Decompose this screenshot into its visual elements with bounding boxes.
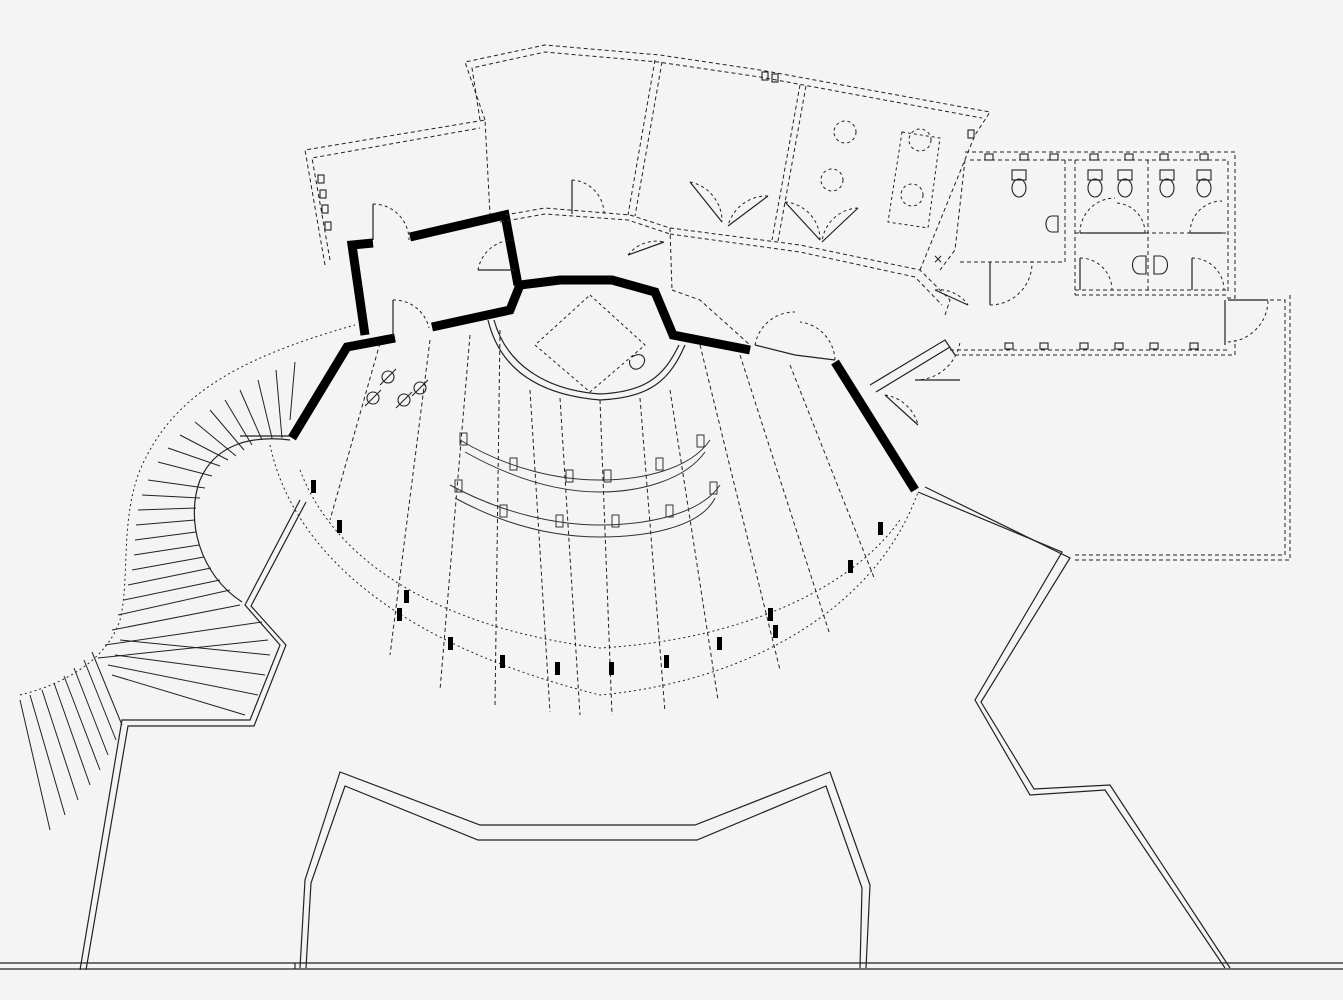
lower-stair-treads: [19, 651, 123, 831]
toilet-icon: [1011, 169, 1027, 198]
fixtures: ×: [317, 71, 1212, 350]
seating-rows: [449, 432, 721, 538]
table-symbols: [820, 120, 941, 229]
window-marks: [317, 71, 1209, 350]
curved-stair: [19, 324, 356, 831]
upper-rooms: [304, 44, 1236, 393]
site-outline: [0, 295, 1343, 971]
bollards: [311, 480, 883, 675]
stair-treads: [97, 361, 296, 716]
toilet-icon: [1117, 169, 1133, 198]
toilet-icon: [1196, 169, 1212, 198]
urinal-icon: [1131, 255, 1169, 275]
chair-symbols: [364, 368, 429, 409]
toilet-icon: [1159, 169, 1175, 198]
sink-icon: [1045, 215, 1059, 233]
heavy-walls: [288, 209, 919, 493]
fixture-mark: ×: [933, 252, 943, 266]
amphitheatre: [269, 294, 919, 716]
radial-lines: [329, 329, 876, 716]
toilet-icon: [1087, 169, 1103, 198]
doors: [372, 179, 1269, 426]
